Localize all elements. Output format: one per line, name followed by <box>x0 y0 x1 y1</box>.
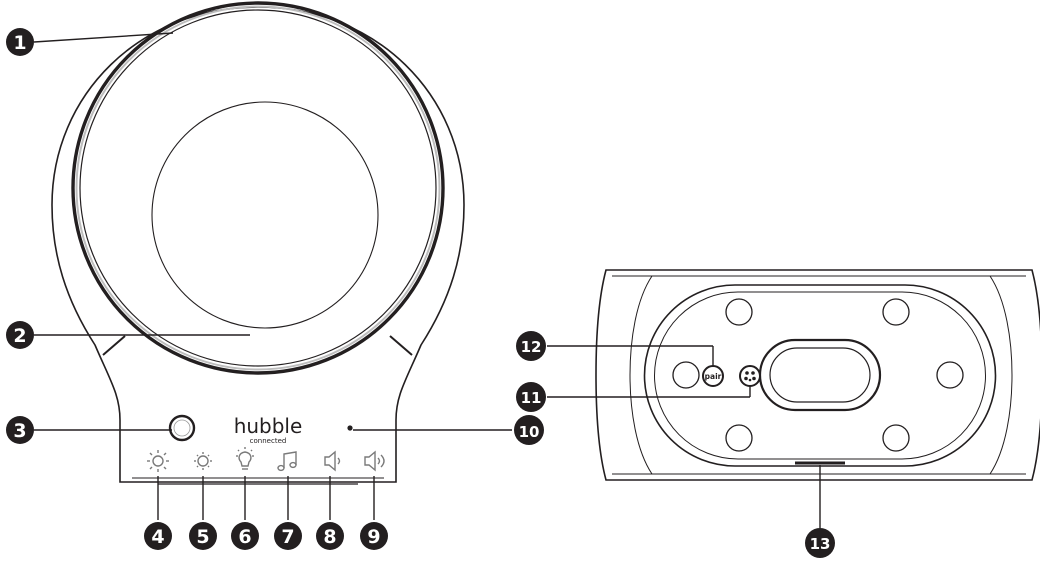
brightness-high-icon[interactable] <box>147 450 169 472</box>
svg-text:11: 11 <box>521 389 542 407</box>
callout-1: 1 <box>6 28 34 56</box>
volume-up-icon[interactable] <box>364 450 385 472</box>
callout-4: 4 <box>144 522 172 550</box>
rubber-foot <box>725 298 753 326</box>
rubber-foot <box>725 424 753 452</box>
callout-13: 13 <box>805 528 835 558</box>
bottom-view: pair <box>595 269 1040 481</box>
callout-2: 2 <box>6 321 34 349</box>
svg-text:6: 6 <box>238 526 251 548</box>
brightness-low-icon[interactable] <box>194 452 212 470</box>
svg-text:12: 12 <box>521 338 542 356</box>
callout-3: 3 <box>6 416 34 444</box>
rubber-foot <box>882 424 910 452</box>
brand-logo-subtext: connected <box>250 437 287 445</box>
light-ring-inner <box>79 9 437 367</box>
mount-socket-outer <box>758 338 882 412</box>
callout-11: 11 <box>516 382 546 412</box>
left-bevel <box>102 335 126 356</box>
base-plate-outer <box>643 284 997 467</box>
callout-7: 7 <box>274 522 302 550</box>
power-button[interactable] <box>168 414 196 442</box>
callout-6: 6 <box>231 522 259 550</box>
rubber-foot <box>672 361 700 389</box>
light-ring-outer <box>71 1 445 375</box>
base-plate-inner <box>654 291 986 460</box>
camera-lens-window <box>151 101 379 329</box>
callout-12: 12 <box>516 331 546 361</box>
power-button-inner <box>173 419 191 437</box>
rubber-foot <box>936 361 964 389</box>
light-ring-shade <box>75 5 441 371</box>
callout-9: 9 <box>360 522 388 550</box>
svg-text:4: 4 <box>151 526 164 548</box>
svg-text:5: 5 <box>196 526 209 548</box>
mount-socket-inner <box>769 347 871 403</box>
microphone-hole <box>347 425 353 431</box>
svg-text:13: 13 <box>810 535 831 553</box>
rubber-foot <box>882 298 910 326</box>
svg-text:3: 3 <box>13 420 26 442</box>
svg-text:8: 8 <box>323 526 336 548</box>
left-side-panel <box>629 275 653 475</box>
reset-icon <box>744 371 756 382</box>
base-housing-outline <box>595 269 1040 481</box>
svg-text:1: 1 <box>13 32 26 54</box>
brand-logo-text: hubble <box>234 414 303 438</box>
svg-text:7: 7 <box>281 526 294 548</box>
volume-down-icon[interactable] <box>324 450 341 472</box>
svg-text:2: 2 <box>13 325 26 347</box>
right-bevel <box>389 335 413 356</box>
leader-lines <box>33 32 821 528</box>
pair-button-label: pair <box>705 372 722 381</box>
right-side-panel <box>989 275 1013 475</box>
callout-10: 10 <box>514 415 544 445</box>
night-light-icon[interactable] <box>236 447 254 470</box>
callout-8: 8 <box>316 522 344 550</box>
front-view: hubble connected <box>51 1 465 485</box>
svg-text:10: 10 <box>519 423 540 441</box>
svg-text:9: 9 <box>367 526 380 548</box>
reset-button[interactable] <box>739 365 761 387</box>
callout-5: 5 <box>189 522 217 550</box>
music-note-icon[interactable] <box>277 451 297 472</box>
